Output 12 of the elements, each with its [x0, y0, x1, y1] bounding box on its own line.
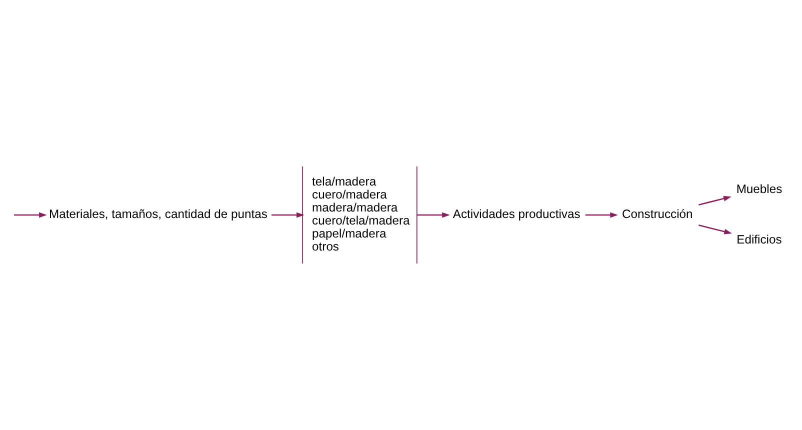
- arrow: [698, 196, 732, 206]
- node-text: Construcción: [622, 207, 693, 222]
- arrow: [417, 212, 450, 218]
- arrow: [14, 212, 47, 218]
- arrow: [585, 212, 618, 218]
- node-text: Actividades productivas: [452, 207, 580, 222]
- arrow: [698, 224, 732, 234]
- node-text: Edificios: [736, 232, 782, 246]
- node-text: tela/madera cuero/madera madera/madera cuero/tela/madera papel/madera otros: [312, 174, 410, 254]
- node-text: Materiales, tamaños, cantidad de puntas: [49, 207, 268, 222]
- node-text: Muebles: [736, 182, 782, 196]
- arrow: [272, 212, 304, 218]
